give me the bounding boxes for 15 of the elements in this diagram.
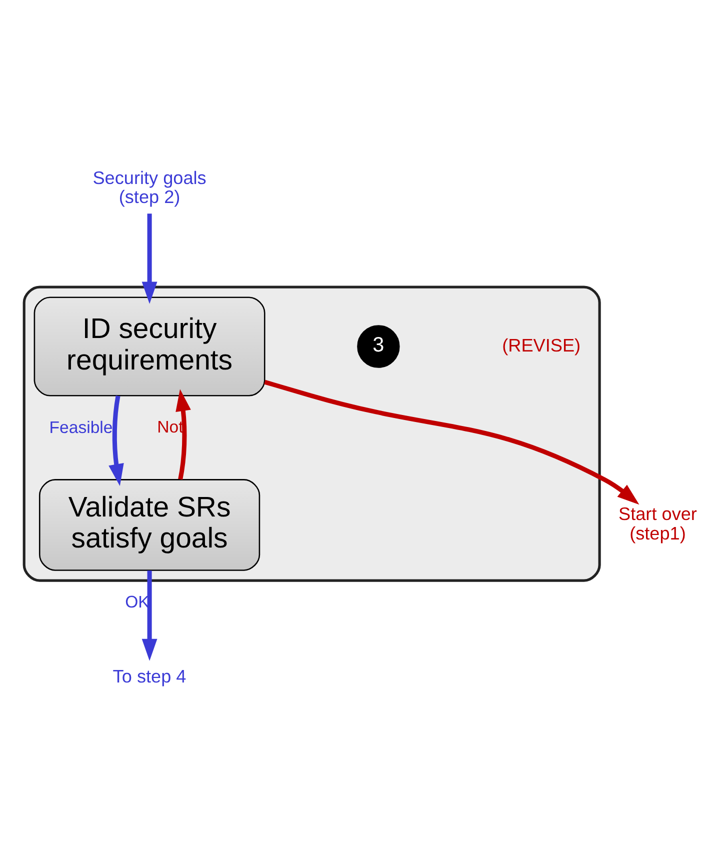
node-box: ID security requirements <box>34 296 266 396</box>
cluster <box>22 286 601 582</box>
node-box: Validate SRs satisfy goals <box>38 479 260 571</box>
node-text: Start over (step1) <box>618 504 697 544</box>
arrow <box>142 214 158 304</box>
arrow <box>142 570 158 661</box>
label: (REVISE) <box>502 335 581 356</box>
node-text: To step 4 <box>112 666 186 686</box>
node-circle: 3 <box>357 325 400 368</box>
edge-label: Feasible <box>49 418 113 437</box>
arrow <box>176 389 191 480</box>
node-text: Security goals (step 2) <box>92 168 206 208</box>
arrow <box>108 395 124 486</box>
edge-label: OK <box>125 592 150 612</box>
arrow <box>264 380 640 505</box>
